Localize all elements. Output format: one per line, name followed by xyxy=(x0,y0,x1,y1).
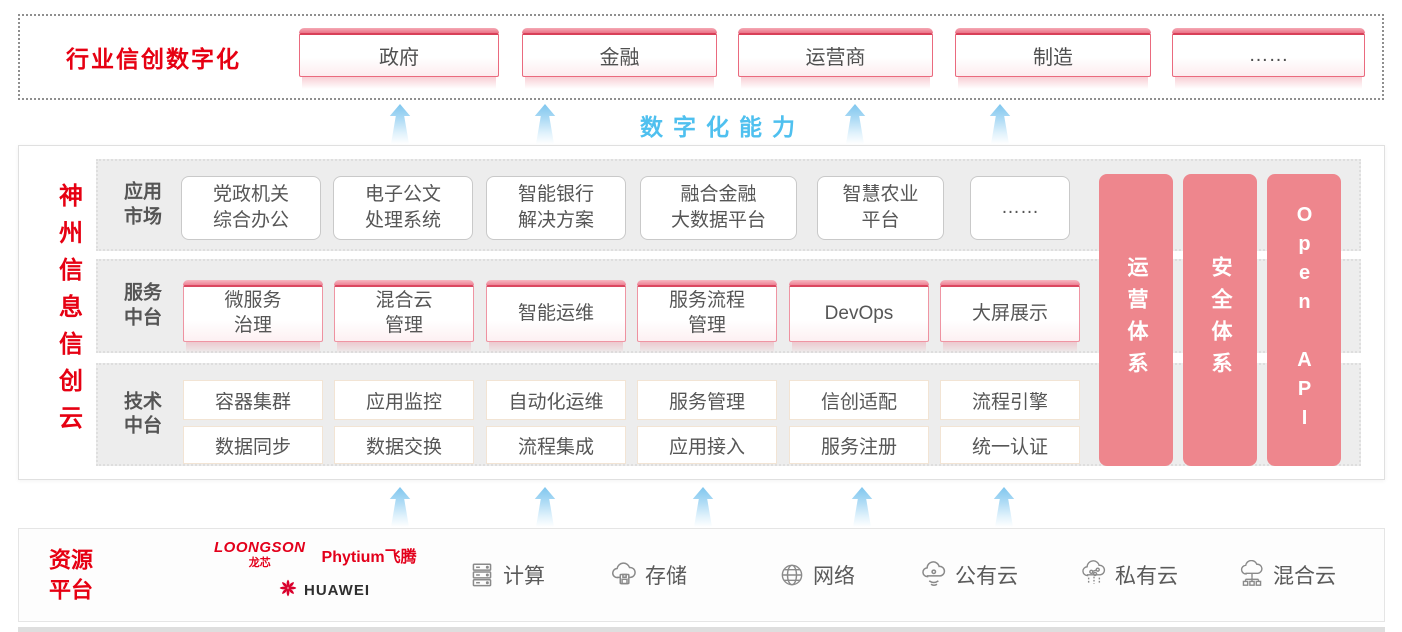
resource-platform-label: 资源 平台 xyxy=(49,547,94,602)
industry-banner: 行业信创数字化 政府 金融 运营商 制造 …… xyxy=(18,14,1384,100)
private-cloud-icon xyxy=(1079,560,1109,590)
tech-box: 自动化运维 xyxy=(486,380,626,420)
public-cloud-icon xyxy=(919,560,949,590)
blue-up-arrow-icon xyxy=(534,487,556,527)
operation-system-bar-label: 运营体系 xyxy=(1125,256,1148,384)
service-box: 大屏展示 xyxy=(940,280,1080,353)
app-box: 智能银行 解决方案 xyxy=(486,176,626,240)
service-box: 服务流程 管理 xyxy=(637,280,777,353)
app-box: 电子公文 处理系统 xyxy=(333,176,473,240)
app-market-label: 应用 市场 xyxy=(123,181,162,227)
blue-up-arrow-icon xyxy=(993,487,1015,527)
resource-item-compute: 计算 xyxy=(467,560,545,590)
operation-system-bar: 运营体系 xyxy=(1099,174,1173,466)
tech-box: 流程引擎 xyxy=(940,380,1080,420)
blue-up-arrow-icon xyxy=(389,104,411,144)
hybrid-cloud-icon xyxy=(1237,560,1267,590)
huawei-flower-icon xyxy=(278,578,298,603)
capability-label: 数字化能力 xyxy=(640,114,805,140)
app-box: 党政机关 综合办公 xyxy=(181,176,321,240)
industry-banner-title: 行业信创数字化 xyxy=(66,46,241,72)
service-box: 微服务 治理 xyxy=(183,280,323,353)
tech-box: 流程集成 xyxy=(486,426,626,464)
resource-item-label: 计算 xyxy=(503,565,545,588)
tech-box: 服务管理 xyxy=(637,380,777,420)
industry-box-government: 政府 xyxy=(299,28,499,89)
blue-up-arrow-icon xyxy=(851,487,873,527)
open-api-bar-label: Open API xyxy=(1293,204,1316,436)
resource-item-label: 私有云 xyxy=(1115,565,1178,588)
resource-item-private-cloud: 私有云 xyxy=(1079,560,1178,590)
resource-item-storage: 存储 xyxy=(609,560,687,590)
loongson-logo-cn: 龙芯 xyxy=(248,557,271,569)
tech-box: 应用监控 xyxy=(334,380,474,420)
service-box: 智能运维 xyxy=(486,280,626,353)
resource-item-label: 存储 xyxy=(645,565,687,588)
resource-item-label: 公有云 xyxy=(955,565,1018,588)
industry-box-manufacturing: 制造 xyxy=(955,28,1151,89)
resource-item-hybrid-cloud: 混合云 xyxy=(1237,560,1336,590)
platform-vertical-title-wrap: 神州信息信创云 xyxy=(45,146,91,479)
blue-up-arrow-icon xyxy=(844,104,866,144)
tech-middle-label: 技术 中台 xyxy=(123,390,162,437)
resource-item-label: 混合云 xyxy=(1273,565,1336,588)
app-box: 智慧农业 平台 xyxy=(817,176,944,240)
tech-box: 容器集群 xyxy=(183,380,323,420)
service-middle-label: 服务 中台 xyxy=(123,282,162,328)
blue-up-arrow-icon xyxy=(389,487,411,527)
loongson-logo-text: LOONGSON xyxy=(214,539,306,556)
storage-cloud-icon xyxy=(609,560,639,590)
main-platform-panel: 神州信息信创云 应用 市场 党政机关 综合办公 电子公文 处理系统 智能银行 解… xyxy=(18,145,1385,480)
platform-vertical-title: 神州信息信创云 xyxy=(54,183,82,442)
tech-box: 服务注册 xyxy=(789,426,929,464)
tech-box: 统一认证 xyxy=(940,426,1080,464)
resource-item-public-cloud: 公有云 xyxy=(919,560,1018,590)
tech-box: 数据同步 xyxy=(183,426,323,464)
industry-box-more: …… xyxy=(1172,28,1365,89)
tech-middle-row: 技术 中台 容器集群 应用监控 自动化运维 服务管理 信创适配 流程引擎 数据同… xyxy=(96,363,1361,466)
vendor-logos: LOONGSON 龙芯 Phytium飞腾 xyxy=(214,539,434,603)
bottom-divider xyxy=(18,627,1385,632)
huawei-logo-text: HUAWEI xyxy=(304,582,370,599)
tech-box: 信创适配 xyxy=(789,380,929,420)
service-box: 混合云 管理 xyxy=(334,280,474,353)
blue-up-arrow-icon xyxy=(534,104,556,144)
tech-box: 应用接入 xyxy=(637,426,777,464)
app-box-more: …… xyxy=(970,176,1070,240)
huawei-logo: HUAWEI xyxy=(214,578,434,603)
service-box: DevOps xyxy=(789,280,929,353)
resource-item-label: 网络 xyxy=(813,565,855,588)
resource-platform-panel: 资源 平台 LOONGSON 龙芯 Phytium飞腾 xyxy=(18,528,1385,622)
open-api-bar: Open API xyxy=(1267,174,1341,466)
industry-box-operator: 运营商 xyxy=(738,28,933,89)
loongson-logo: LOONGSON 龙芯 xyxy=(214,539,306,570)
network-globe-icon xyxy=(777,560,807,590)
industry-box-finance: 金融 xyxy=(522,28,717,89)
compute-server-icon xyxy=(467,560,497,590)
security-system-bar-label: 安全体系 xyxy=(1209,256,1232,384)
app-box: 融合金融 大数据平台 xyxy=(640,176,797,240)
tech-box: 数据交换 xyxy=(334,426,474,464)
resource-item-network: 网络 xyxy=(777,560,855,590)
security-system-bar: 安全体系 xyxy=(1183,174,1257,466)
blue-up-arrow-icon xyxy=(989,104,1011,144)
blue-up-arrow-icon xyxy=(692,487,714,527)
phytium-logo: Phytium飞腾 xyxy=(321,549,417,566)
